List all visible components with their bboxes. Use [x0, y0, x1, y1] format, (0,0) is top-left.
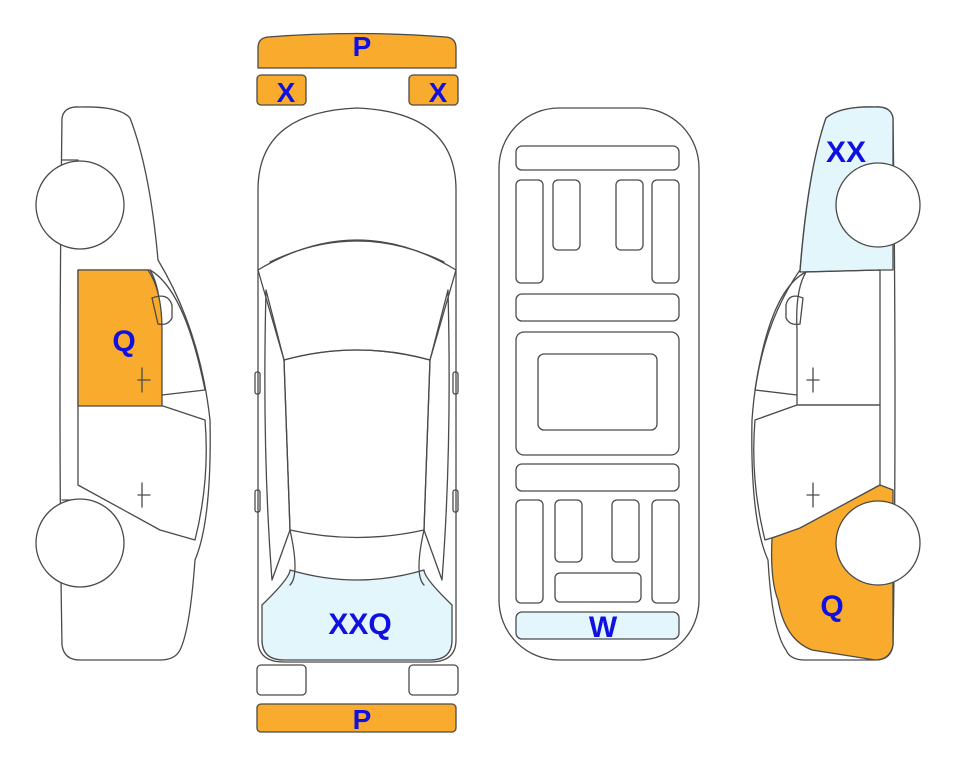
left-mirror-side: [151, 295, 173, 326]
left-front-door-part[interactable]: [77, 269, 163, 407]
underside-rear-code: W: [589, 611, 618, 644]
rear-bumper-part[interactable]: [256, 703, 457, 733]
underside-rear-panel-part[interactable]: [515, 611, 680, 640]
underside-center-pan: [537, 353, 658, 431]
rear-window-part[interactable]: [261, 569, 453, 661]
right-front-fender-code: Q: [820, 590, 843, 623]
right-side-windshield: [754, 271, 807, 396]
left-side-view: Q: [35, 106, 211, 661]
underside-mid-frame: [515, 331, 680, 456]
right-side-windows: [423, 289, 450, 581]
front-bumper-group: P X X: [256, 31, 459, 108]
underside-rear-left: [515, 499, 544, 604]
right-side-door-line: [753, 404, 881, 541]
underside-crossmember-front: [515, 293, 680, 322]
right-headlight-code: X: [429, 77, 448, 108]
left-taillight[interactable]: [256, 664, 307, 696]
underside-body: [498, 107, 700, 661]
top-view-body: [257, 107, 457, 663]
left-side-front-wheel: [35, 498, 125, 588]
left-side-windows: [264, 289, 291, 581]
underside-front-panel: [515, 145, 680, 171]
left-side-door-line: [77, 404, 207, 541]
underside-front-inner-left: [552, 179, 581, 251]
right-side-view: XX Q: [751, 106, 921, 661]
underside-tank: [554, 572, 642, 603]
right-side-rear-glass: [796, 269, 881, 406]
left-rear-handle: [254, 489, 261, 513]
underside-crossmember-rear: [515, 463, 680, 492]
right-taillight[interactable]: [408, 664, 459, 696]
right-rear-quarter-code: XX: [826, 136, 866, 169]
right-side-front-wheel: [835, 500, 921, 586]
left-side-rear-wheel: [35, 160, 125, 250]
rear-bumper-group: P: [256, 664, 459, 735]
underside-rear-inner-left: [554, 499, 583, 563]
trunk-line: [289, 529, 425, 586]
left-rear-handle-side: [137, 482, 151, 508]
underside-view: W: [498, 107, 700, 661]
underside-rear-inner-right: [611, 499, 640, 563]
left-headlight-part[interactable]: [256, 74, 307, 106]
right-mirror-side: [785, 295, 804, 326]
underside-front-left: [515, 179, 544, 284]
right-front-handle: [806, 367, 820, 393]
left-side-windshield: [149, 269, 206, 396]
right-headlight-part[interactable]: [408, 74, 459, 106]
right-side-rear-wheel: [835, 162, 921, 248]
underside-front-inner-right: [615, 179, 644, 251]
right-rear-handle-side: [806, 482, 820, 508]
right-rear-handle: [452, 489, 459, 513]
underside-rear-right: [651, 499, 680, 604]
front-bumper-code: P: [353, 31, 372, 62]
rear-window-code: XXQ: [328, 608, 391, 641]
left-headlight-code: X: [277, 77, 296, 108]
rear-bumper-code: P: [353, 704, 372, 735]
top-view-car: XXQ: [254, 107, 459, 663]
underside-front-right: [651, 179, 680, 284]
left-front-handle: [137, 367, 151, 393]
front-bumper-part[interactable]: [257, 32, 457, 69]
right-mirror: [452, 371, 459, 395]
left-mirror: [254, 371, 261, 395]
left-front-door-code: Q: [112, 325, 135, 358]
hood-line: [269, 240, 445, 263]
